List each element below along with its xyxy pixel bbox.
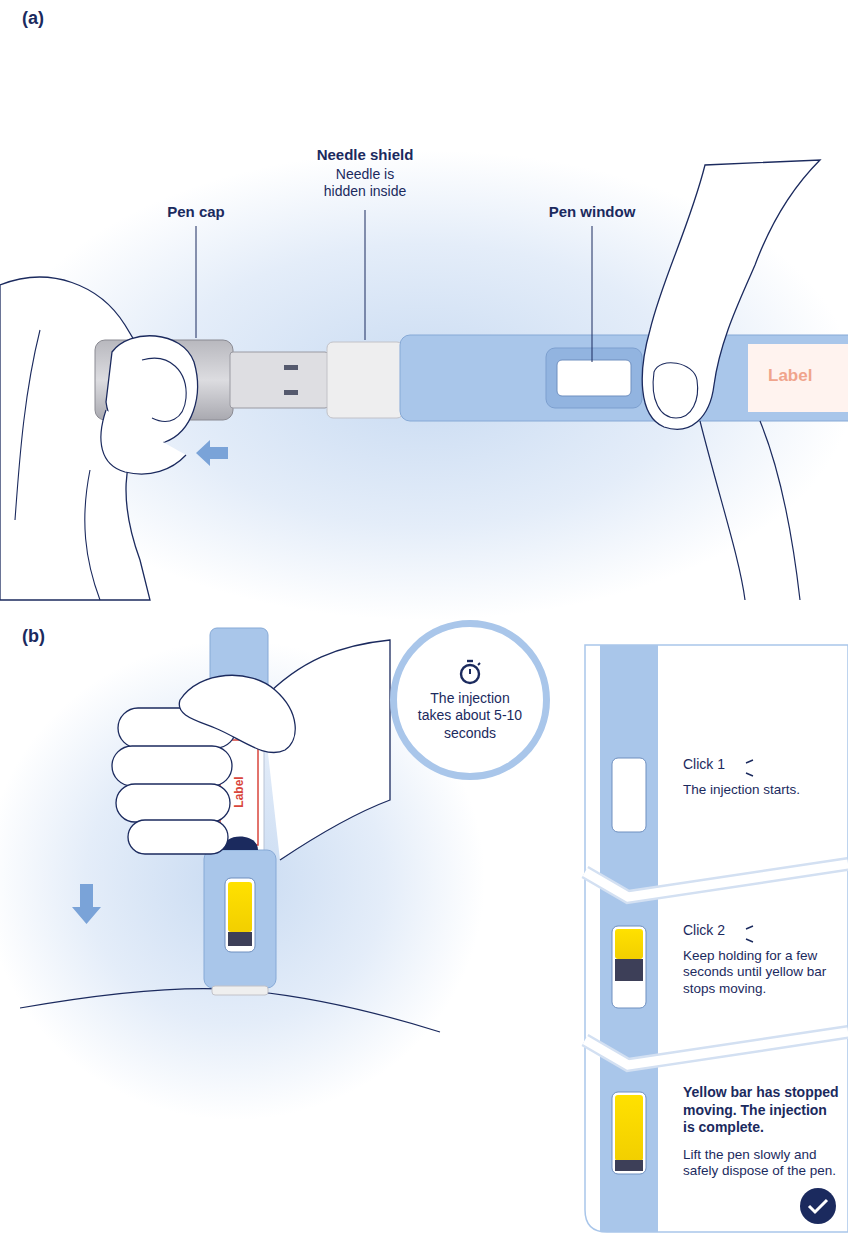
part-name: Pen window bbox=[532, 203, 652, 221]
step-text: The injection starts. bbox=[683, 782, 841, 799]
step-text: Keep holding for a few seconds until yel… bbox=[683, 948, 841, 999]
panel-letter: (a) bbox=[22, 8, 44, 30]
steps-panel bbox=[585, 645, 848, 1232]
panel-letter: (b) bbox=[22, 626, 45, 648]
step-text: The injection takes about 5-10 seconds bbox=[414, 690, 526, 743]
step-heading: Click 1 bbox=[683, 756, 841, 774]
step-text: Lift the pen slowly and safely dispose o… bbox=[683, 1147, 841, 1181]
step-box: Yellow bar has stopped moving. The injec… bbox=[683, 1084, 841, 1180]
stopwatch-icon bbox=[457, 658, 483, 686]
pen-label: Label bbox=[768, 366, 812, 386]
part-note: Needle is hidden inside bbox=[313, 166, 417, 200]
pen-label: Label bbox=[232, 776, 246, 807]
part-name: Pen cap bbox=[136, 203, 256, 221]
step-box: Click 2 Keep holding for a few seconds un… bbox=[683, 922, 841, 998]
step-heading: Yellow bar has stopped moving. The injec… bbox=[683, 1084, 841, 1137]
timer-circle: The injection takes about 5-10 seconds bbox=[390, 620, 550, 780]
panel-a-art bbox=[0, 150, 848, 620]
part-name: Needle shield bbox=[295, 146, 435, 164]
step-box: Click 1 The injection starts. bbox=[683, 756, 841, 798]
step-heading: Click 2 bbox=[683, 922, 841, 940]
